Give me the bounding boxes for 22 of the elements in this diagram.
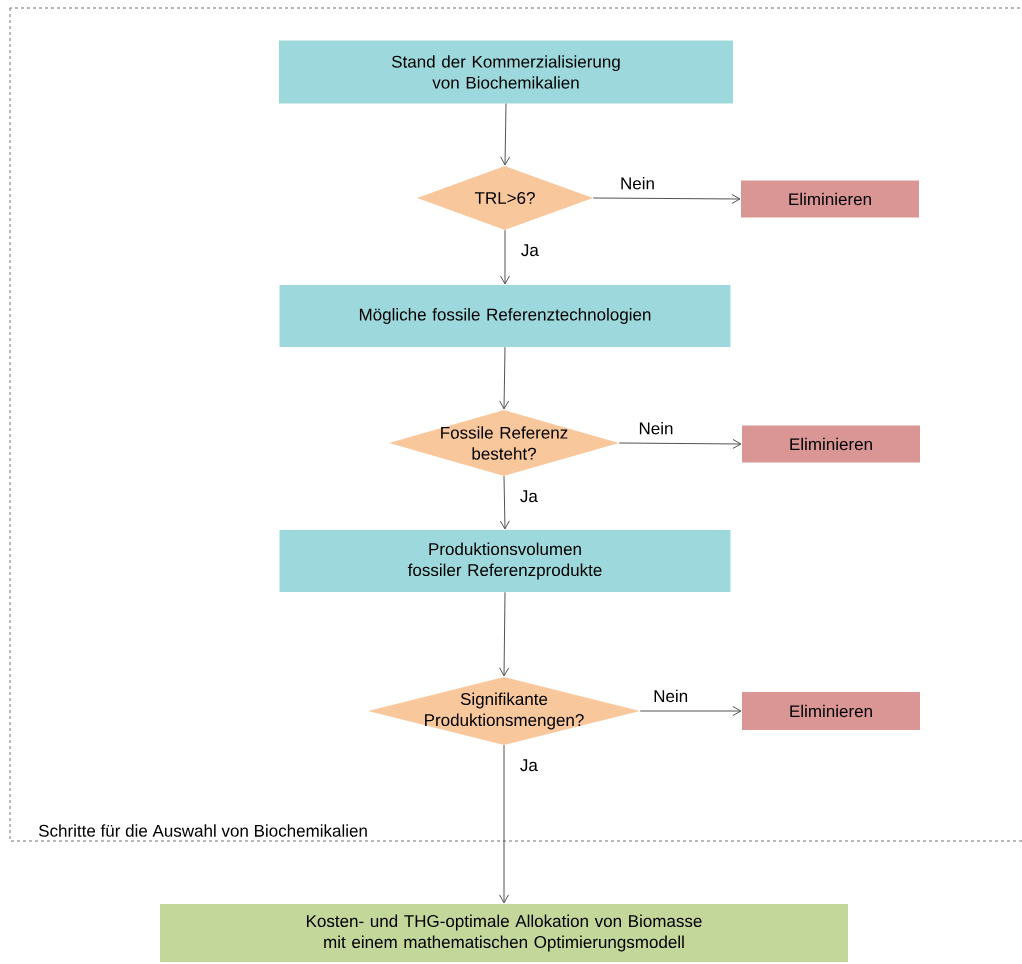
arrow bbox=[592, 194, 741, 204]
arrow bbox=[499, 475, 510, 530]
arrow bbox=[499, 744, 509, 904]
terminal-box: Eliminieren bbox=[742, 425, 920, 463]
arrow bbox=[639, 706, 742, 716]
arrow bbox=[499, 591, 510, 677]
process-box: Mögliche fossile Referenztechnologien bbox=[279, 285, 731, 347]
arrow bbox=[500, 103, 511, 166]
edge-label: Ja bbox=[520, 759, 538, 772]
edge-label: Nein bbox=[639, 421, 673, 435]
edge-label: Nein bbox=[654, 689, 688, 703]
process-box: Produktionsvolumen fossiler Referenzprodukte bbox=[279, 530, 731, 592]
terminal-box: Eliminieren bbox=[742, 692, 920, 730]
edge-label: Nein bbox=[621, 176, 654, 190]
arrow bbox=[499, 346, 510, 410]
terminal-box: Eliminieren bbox=[741, 180, 919, 218]
process-box: Stand der Kommerzialisierung von Biochemikalien bbox=[279, 40, 733, 104]
result-box: Kosten- und THG-optimale Allokation von Biomasse mit einem mathematischen Optimierungsmodell bbox=[160, 904, 848, 962]
arrow bbox=[500, 229, 510, 285]
edge-label: Ja bbox=[520, 490, 538, 503]
arrow bbox=[618, 439, 742, 449]
edge-label: Ja bbox=[521, 244, 539, 257]
